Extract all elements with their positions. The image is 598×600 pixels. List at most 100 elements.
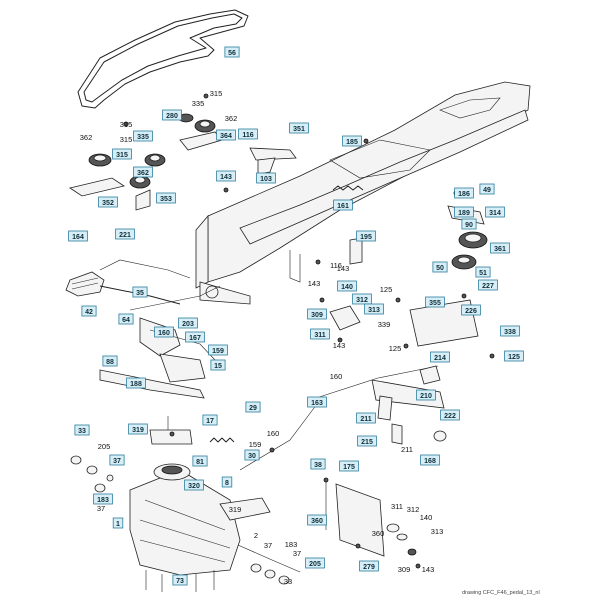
callout-186: 186 — [454, 187, 474, 199]
callout-label: 362 — [80, 133, 93, 142]
callout-label: 335 — [192, 99, 205, 108]
callout-label: 221 — [119, 232, 131, 239]
callout-361: 361 — [490, 242, 510, 254]
callout-label: 312 — [407, 505, 420, 514]
chassis-frame — [195, 81, 531, 305]
callout-183: 183 — [285, 540, 298, 549]
callout-label: 313 — [368, 307, 380, 314]
callout-label: 188 — [130, 381, 142, 388]
callout-label: 214 — [434, 355, 446, 362]
callout-167: 167 — [185, 331, 205, 343]
callout-351: 351 — [289, 122, 309, 134]
callout-37: 37 — [264, 541, 272, 550]
callout-label: 203 — [182, 321, 194, 328]
callout-360: 360 — [372, 529, 385, 538]
callout-315: 315 — [112, 148, 132, 160]
drawing-credit: drawing CFC_F46_pedal_13_nl — [462, 590, 540, 596]
callout-143: 143 — [337, 264, 350, 273]
callout-313: 313 — [364, 303, 384, 315]
callout-189: 189 — [454, 206, 474, 218]
callout-label: 351 — [293, 126, 305, 133]
callout-label: 175 — [343, 464, 355, 471]
callout-125: 125 — [504, 350, 524, 362]
callout-315: 315 — [210, 89, 223, 98]
callout-355: 355 — [425, 296, 445, 308]
callout-160: 160 — [267, 429, 280, 438]
callout-label: 315 — [116, 152, 128, 159]
idler-pulleys-group — [69, 113, 297, 211]
callout-label: 227 — [482, 283, 494, 290]
callout-label: 312 — [356, 297, 368, 304]
callout-label: 160 — [267, 429, 280, 438]
callout-159: 159 — [249, 440, 262, 449]
callout-319: 319 — [128, 423, 148, 435]
callout-label: 360 — [311, 518, 323, 525]
callout-label: 309 — [398, 565, 411, 574]
callout-320: 320 — [184, 479, 204, 491]
callout-339: 339 — [378, 320, 391, 329]
callout-label: 30 — [248, 453, 256, 460]
callout-label: 164 — [72, 234, 84, 241]
callout-label: 335 — [137, 134, 149, 141]
callout-175: 175 — [339, 460, 359, 472]
callout-51: 51 — [475, 266, 491, 278]
callout-362: 362 — [225, 114, 238, 123]
callout-label: 143 — [337, 264, 350, 273]
callout-315: 315 — [120, 135, 133, 144]
callout-211: 211 — [356, 412, 376, 424]
callout-label: 195 — [360, 234, 372, 241]
callout-143: 143 — [333, 341, 346, 350]
callout-label: 189 — [458, 210, 470, 217]
callout-30: 30 — [244, 449, 260, 461]
callout-label: 353 — [160, 196, 172, 203]
callout-label: 315 — [210, 89, 223, 98]
callout-50: 50 — [432, 261, 448, 273]
callout-42: 42 — [81, 305, 97, 317]
callout-label: 226 — [465, 308, 477, 315]
callout-125: 125 — [389, 344, 402, 353]
callout-label: 73 — [176, 578, 184, 585]
callout-203: 203 — [178, 317, 198, 329]
callout-label: 159 — [249, 440, 262, 449]
callout-227: 227 — [478, 279, 498, 291]
callout-314: 314 — [485, 206, 505, 218]
callout-195: 195 — [356, 230, 376, 242]
callout-221: 221 — [115, 228, 135, 240]
callout-label: 183 — [285, 540, 298, 549]
callout-309: 309 — [307, 308, 327, 320]
callout-label: 29 — [249, 405, 257, 412]
callout-label: 35 — [136, 290, 144, 297]
callout-143: 143 — [422, 565, 435, 574]
fasteners — [123, 93, 495, 569]
callout-label: 352 — [102, 200, 114, 207]
callout-label: 17 — [206, 418, 214, 425]
callout-352: 352 — [98, 196, 118, 208]
callout-35: 35 — [132, 286, 148, 298]
callout-335: 335 — [133, 130, 153, 142]
callout-214: 214 — [430, 351, 450, 363]
callout-label: 159 — [212, 348, 224, 355]
callout-label: 311 — [391, 502, 403, 511]
callout-label: 319 — [229, 505, 242, 514]
callout-279: 279 — [359, 560, 379, 572]
callout-188: 188 — [126, 377, 146, 389]
drive-belt — [77, 9, 249, 109]
callout-label: 51 — [479, 270, 487, 277]
callout-label: 33 — [284, 577, 292, 586]
callout-label: 315 — [120, 120, 133, 129]
callout-143: 143 — [216, 170, 236, 182]
callout-label: 64 — [122, 317, 130, 324]
callout-label: 160 — [158, 330, 170, 337]
callout-label: 49 — [483, 187, 491, 194]
callout-309: 309 — [398, 565, 411, 574]
callout-label: 37 — [113, 458, 121, 465]
callout-label: 38 — [314, 462, 322, 469]
callout-160: 160 — [330, 372, 343, 381]
callout-label: 81 — [196, 459, 204, 466]
callout-label: 161 — [337, 203, 349, 210]
callout-38: 38 — [310, 458, 326, 470]
callout-label: 339 — [378, 320, 391, 329]
callout-label: 309 — [311, 312, 323, 319]
callout-353: 353 — [156, 192, 176, 204]
